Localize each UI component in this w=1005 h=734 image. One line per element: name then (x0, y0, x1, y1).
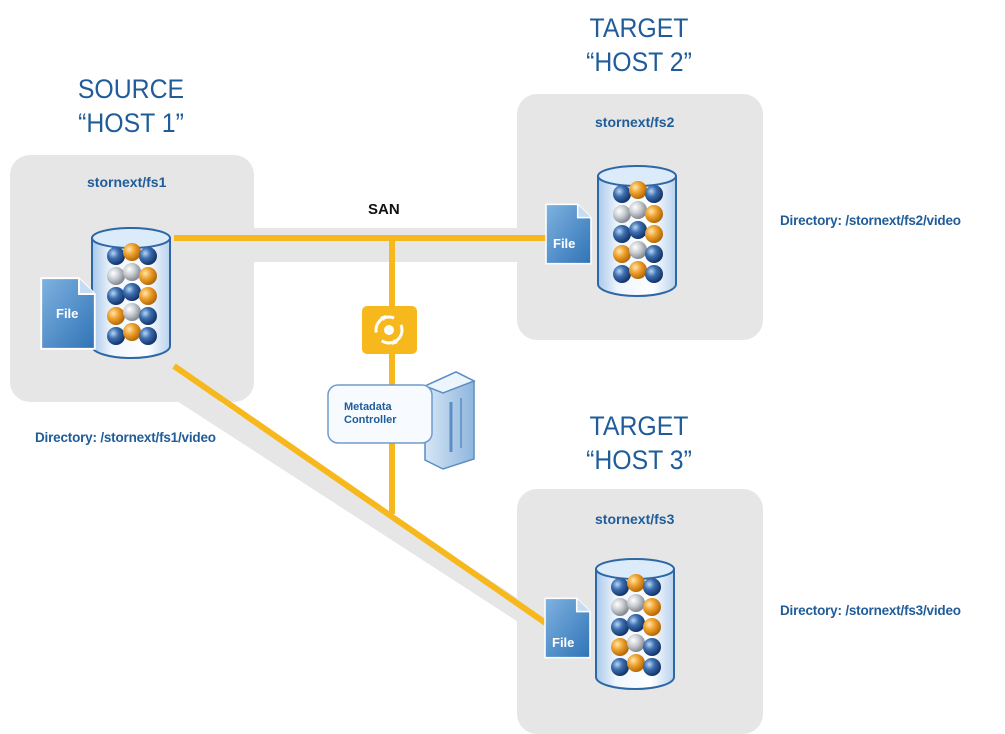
svg-text:File: File (552, 635, 574, 650)
directory-label-host3: Directory: /stornext/fs3/video (780, 603, 961, 618)
filesystem-label-host3: stornext/fs3 (595, 511, 675, 527)
metadata-controller-icon (327, 371, 476, 470)
directory-label-host1: Directory: /stornext/fs1/video (35, 430, 216, 445)
directory-label-host2: Directory: /stornext/fs2/video (780, 213, 961, 228)
metadata-controller-line2: Controller (344, 414, 397, 426)
source-host: “HOST 1” (78, 108, 184, 138)
svg-text:File: File (56, 306, 78, 321)
target-role: TARGET (589, 411, 689, 441)
san-link-host3 (172, 363, 552, 629)
target-heading-host3: TARGET “HOST 3” (561, 409, 717, 477)
target-heading-host2: TARGET “HOST 2” (561, 11, 717, 79)
storage-icon-host1 (91, 227, 171, 359)
source-heading: SOURCE “HOST 1” (53, 72, 209, 140)
replication-sync-icon (362, 306, 417, 354)
filesystem-label-host2: stornext/fs2 (595, 114, 675, 130)
san-links (172, 235, 552, 629)
target-host: “HOST 3” (586, 445, 692, 475)
file-icon-host2: File (545, 203, 592, 265)
filesystem-label-host1: stornext/fs1 (87, 174, 167, 190)
metadata-controller-line1: Metadata (344, 401, 392, 413)
storage-icon-host2 (597, 165, 677, 297)
source-role: SOURCE (77, 74, 185, 104)
file-icon-host3: File (544, 597, 591, 659)
san-label: SAN (368, 201, 400, 218)
target-role: TARGET (589, 13, 689, 43)
storage-icon-host3 (595, 558, 675, 690)
svg-text:File: File (553, 236, 575, 251)
file-icon-host1: File (40, 277, 96, 350)
target-host: “HOST 2” (586, 47, 692, 77)
metadata-controller-label: Metadata Controller (344, 401, 397, 427)
